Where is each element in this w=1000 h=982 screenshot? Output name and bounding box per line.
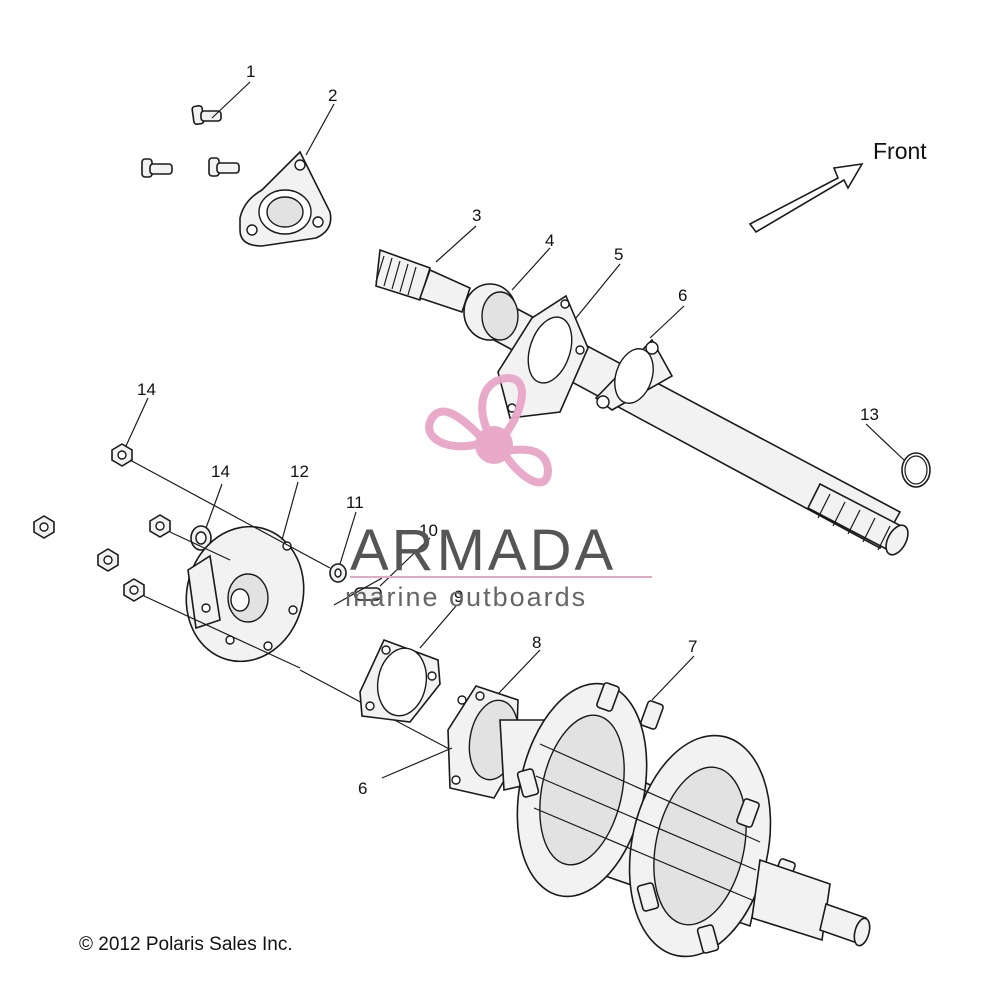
pin-part-10 (354, 587, 382, 601)
callout-4: 4 (545, 231, 554, 250)
armada-logo (425, 373, 553, 487)
drive-shaft-part-7 (499, 682, 871, 958)
callout-5: 5 (614, 245, 623, 264)
propeller-blade-top (478, 373, 526, 440)
callout-leaders (125, 81, 905, 701)
gasket-part-9 (359, 638, 441, 723)
nut-part-14 (33, 443, 212, 602)
propeller-blade-left (425, 407, 488, 451)
leader-6-lower (381, 747, 453, 779)
flange-plate-part-2 (239, 150, 332, 247)
o-ring-part-13 (901, 452, 931, 488)
bearing-part-4 (463, 283, 519, 341)
callout-8: 8 (532, 633, 541, 652)
callout-14-upper: 14 (137, 380, 156, 399)
callout-13: 13 (860, 405, 879, 424)
callout-7: 7 (688, 637, 697, 656)
callout-1: 1 (246, 62, 255, 81)
callout-10: 10 (419, 521, 438, 540)
gasket-part-6-upper (594, 338, 674, 411)
callout-6-upper: 6 (678, 286, 687, 305)
callout-9: 9 (454, 587, 463, 606)
callout-2: 2 (328, 86, 337, 105)
front-label: Front (873, 138, 927, 164)
callout-6-lower: 6 (358, 779, 367, 798)
hub-flange-part-12 (185, 525, 305, 663)
watermark-title: ARMADA (350, 518, 616, 583)
propeller-hub (475, 426, 513, 464)
front-arrow-icon (748, 162, 864, 234)
callout-3: 3 (472, 206, 481, 225)
copyright-text: © 2012 Polaris Sales Inc. (79, 934, 293, 955)
watermark-subtitle: marine outboards (345, 582, 587, 612)
propeller-blade-right (489, 445, 553, 487)
callout-14-lower: 14 (211, 462, 230, 481)
callout-11: 11 (346, 493, 364, 512)
bolt-part-1 (141, 104, 240, 178)
callout-12: 12 (290, 462, 309, 481)
washer-part-11 (329, 563, 347, 583)
upper-shaft-part-3 (375, 248, 909, 556)
